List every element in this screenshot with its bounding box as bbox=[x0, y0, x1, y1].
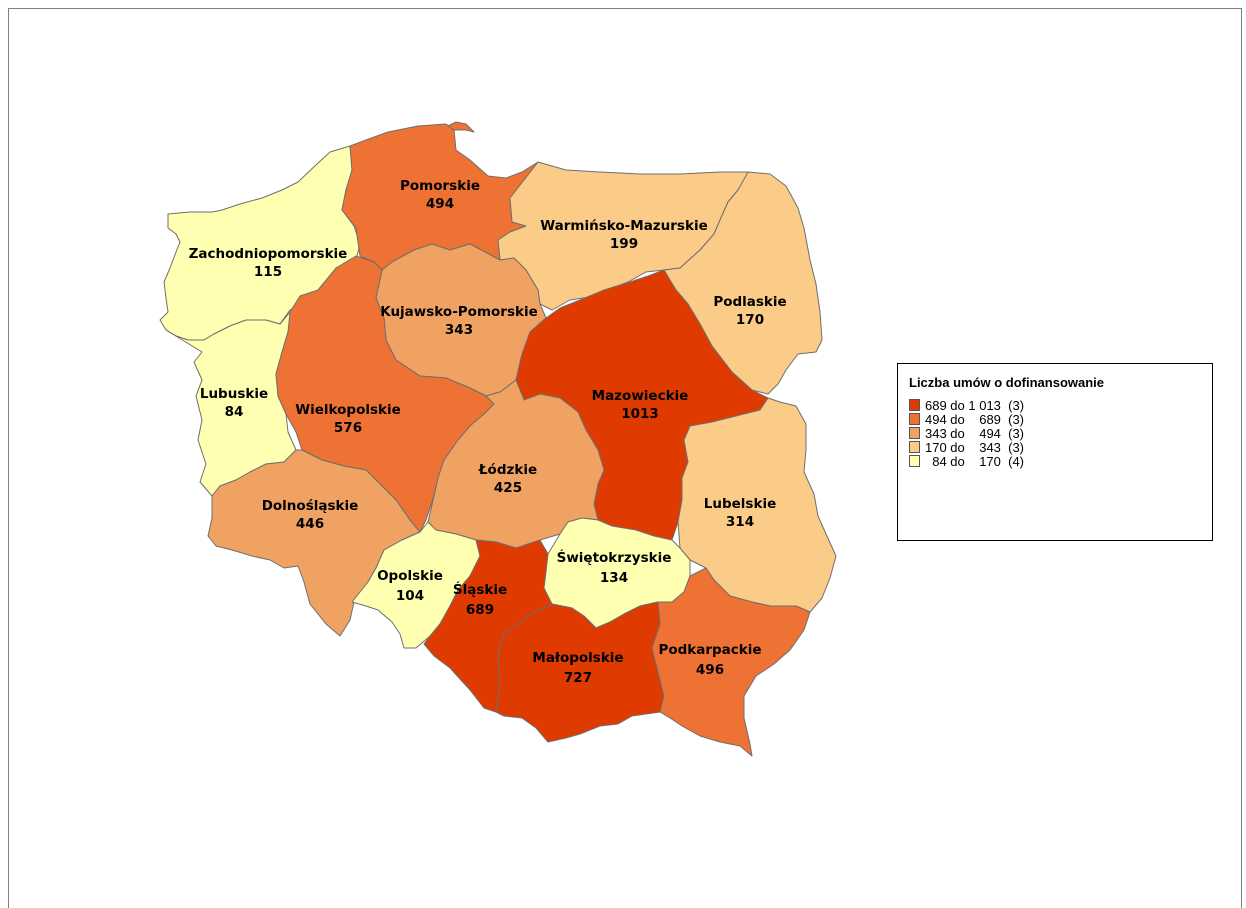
map-legend: Liczba umów o dofinansowanie 689 do 1 01… bbox=[897, 363, 1213, 541]
region-name-pomorskie: Pomorskie bbox=[400, 178, 480, 194]
region-name-zachodniopomorskie: Zachodniopomorskie bbox=[189, 246, 348, 262]
legend-item: 689 do 1 013 (3) bbox=[909, 397, 1025, 413]
region-value-kujawsko-pomorskie: 343 bbox=[445, 322, 473, 338]
region-name-opolskie: Opolskie bbox=[377, 568, 443, 584]
region-name-podlaskie: Podlaskie bbox=[713, 294, 786, 310]
legend-label: 170 do 343 (3) bbox=[925, 439, 1025, 455]
legend-swatch bbox=[909, 399, 920, 411]
region-value-wielkopolskie: 576 bbox=[334, 420, 362, 436]
region-name-lodzkie: Łódzkie bbox=[478, 462, 537, 478]
region-name-lubuskie: Lubuskie bbox=[200, 386, 268, 402]
region-opolskie bbox=[351, 521, 481, 649]
region-value-malopolskie: 727 bbox=[564, 670, 592, 686]
map-frame bbox=[8, 8, 1242, 908]
region-name-podkarpackie: Podkarpackie bbox=[658, 642, 761, 658]
region-value-mazowieckie: 1013 bbox=[621, 406, 659, 422]
legend-title: Liczba umów o dofinansowanie bbox=[909, 375, 1105, 390]
legend-item: 170 do 343 (3) bbox=[909, 439, 1025, 455]
region-name-malopolskie: Małopolskie bbox=[532, 650, 623, 666]
legend-label: 689 do 1 013 (3) bbox=[925, 397, 1025, 413]
region-value-warminsko-mazurskie: 199 bbox=[610, 236, 638, 252]
region-value-opolskie: 104 bbox=[396, 588, 424, 604]
region-value-dolnoslaskie: 446 bbox=[296, 516, 324, 532]
region-warminsko-mazurskie bbox=[497, 161, 753, 311]
region-name-wielkopolskie: Wielkopolskie bbox=[295, 402, 401, 418]
region-name-kujawsko-pomorskie: Kujawsko-Pomorskie bbox=[380, 304, 538, 320]
legend-item: 84 do 170 (4) bbox=[909, 453, 1025, 469]
region-value-lubuskie: 84 bbox=[225, 404, 244, 420]
region-podlaskie bbox=[663, 171, 823, 395]
region-name-swietokrzyskie: Świętokrzyskie bbox=[557, 548, 672, 566]
region-name-dolnoslaskie: Dolnośląskie bbox=[262, 498, 359, 514]
region-lubuskie bbox=[165, 311, 301, 497]
legend-label: 494 do 689 (3) bbox=[925, 411, 1025, 427]
region-malopolskie bbox=[495, 601, 665, 743]
region-name-warminsko-mazurskie: Warmińsko-Mazurskie bbox=[540, 218, 707, 234]
region-value-zachodniopomorskie: 115 bbox=[254, 264, 282, 280]
region-value-lodzkie: 425 bbox=[494, 480, 522, 496]
region-value-podkarpackie: 496 bbox=[696, 662, 724, 678]
region-value-slaskie: 689 bbox=[466, 602, 494, 618]
legend-swatch bbox=[909, 455, 920, 467]
legend-swatch bbox=[909, 427, 920, 439]
region-podkarpackie bbox=[651, 567, 811, 757]
region-name-slaskie: Śląskie bbox=[453, 580, 507, 598]
legend-label: 343 do 494 (3) bbox=[925, 425, 1025, 441]
region-pomorskie-hel bbox=[447, 121, 475, 133]
region-name-mazowieckie: Mazowieckie bbox=[592, 388, 689, 404]
legend-item: 343 do 494 (3) bbox=[909, 425, 1025, 441]
legend-swatch bbox=[909, 441, 920, 453]
region-value-podlaskie: 170 bbox=[736, 312, 764, 328]
legend-swatch bbox=[909, 413, 920, 425]
legend-item: 494 do 689 (3) bbox=[909, 411, 1025, 427]
region-value-pomorskie: 494 bbox=[426, 196, 454, 212]
region-name-lubelskie: Lubelskie bbox=[704, 496, 776, 512]
region-value-lubelskie: 314 bbox=[726, 514, 754, 530]
legend-label: 84 do 170 (4) bbox=[925, 453, 1025, 469]
region-value-swietokrzyskie: 134 bbox=[600, 570, 628, 586]
